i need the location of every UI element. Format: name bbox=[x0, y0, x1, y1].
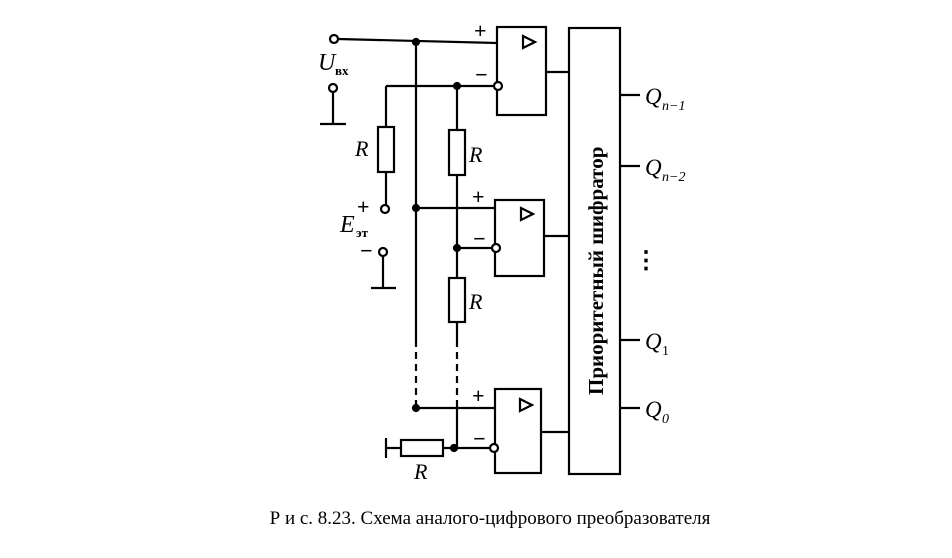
svg-text:⋮: ⋮ bbox=[634, 248, 658, 274]
resistor bbox=[376, 125, 396, 174]
ref-plus-terminal bbox=[379, 203, 391, 215]
svg-text:R: R bbox=[413, 459, 428, 484]
input-terminal bbox=[320, 33, 498, 126]
svg-text:n−2: n−2 bbox=[662, 170, 685, 185]
comparator bbox=[492, 25, 572, 117]
node bbox=[411, 37, 421, 47]
encoder-label: Приоритетный шифратор bbox=[584, 147, 608, 395]
svg-text:−: − bbox=[475, 62, 488, 87]
svg-text:эт: эт bbox=[356, 225, 369, 240]
svg-text:+: + bbox=[472, 383, 485, 408]
svg-text:+: + bbox=[472, 184, 485, 209]
ref-minus-terminal bbox=[377, 246, 389, 258]
resistor bbox=[399, 438, 445, 458]
svg-text:Q: Q bbox=[645, 155, 662, 180]
svg-text:R: R bbox=[468, 142, 483, 167]
priority-encoder bbox=[567, 26, 622, 476]
svg-text:U: U bbox=[318, 50, 337, 76]
svg-text:1: 1 bbox=[662, 344, 669, 359]
svg-text:E: E bbox=[339, 212, 355, 238]
svg-text:−: − bbox=[473, 226, 486, 251]
svg-text:−: − bbox=[360, 238, 373, 263]
svg-text:n−1: n−1 bbox=[662, 99, 685, 114]
resistor bbox=[447, 128, 467, 177]
svg-text:+: + bbox=[357, 194, 370, 219]
svg-text:Q: Q bbox=[645, 329, 662, 354]
svg-text:Q: Q bbox=[645, 84, 662, 109]
svg-text:вх: вх bbox=[335, 63, 349, 78]
svg-text:−: − bbox=[473, 426, 486, 451]
svg-text:+: + bbox=[474, 18, 487, 43]
resistor bbox=[447, 276, 467, 324]
comparator bbox=[488, 387, 568, 475]
svg-text:R: R bbox=[354, 136, 369, 161]
svg-text:Q: Q bbox=[645, 397, 662, 422]
svg-text:0: 0 bbox=[662, 412, 669, 427]
svg-text:R: R bbox=[468, 289, 483, 314]
comparator bbox=[490, 198, 570, 278]
figure-caption: Р и с. 8.23. Схема аналого-цифрового пре… bbox=[269, 508, 711, 529]
